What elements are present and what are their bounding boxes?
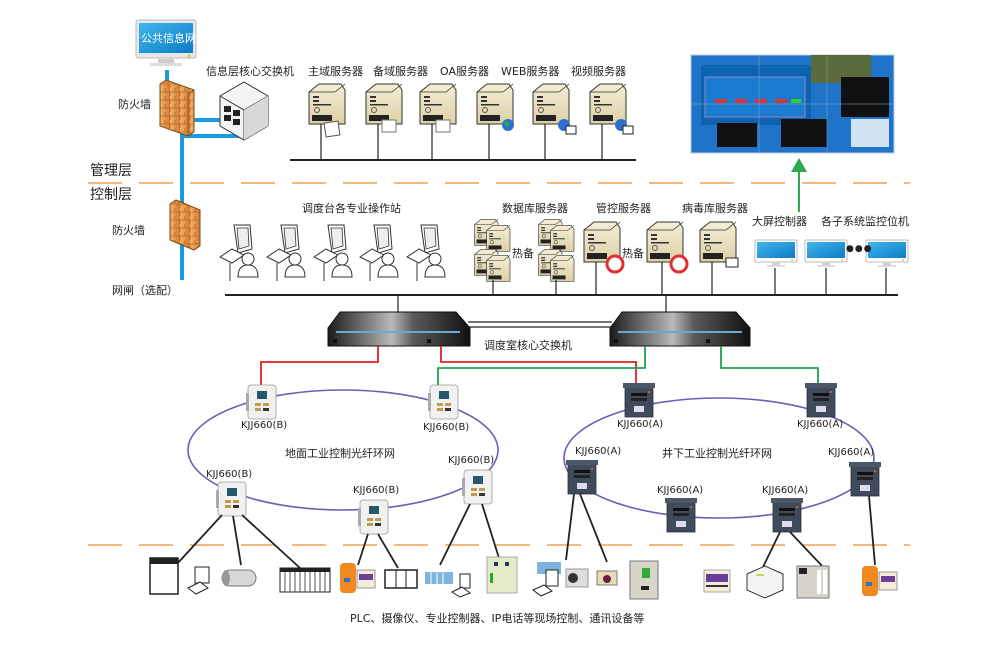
ring-node-b-1 [245,384,277,420]
ring-node-a-3 [848,461,882,497]
server-label-web: WEB服务器 [501,65,560,78]
dispatch-core-switch-right [609,311,751,347]
underground-node-label-3: KJJ660(A) [828,447,875,458]
surface-ring-line [187,389,499,511]
mgmt-server-a-icon [583,221,625,274]
server-video-2-icon [589,83,634,135]
green-link-right-2 [720,346,819,386]
underground-ring-line [563,397,875,519]
underground-ring-label: 井下工业控制光纤环网 [662,447,772,460]
big-screen-controller-monitor [754,239,798,268]
public-network-label: 公共信息网 [141,32,196,45]
surface-node-label-2: KJJ660(B) [423,422,470,433]
dispatch-core-switch-left [327,311,471,347]
ip-phone-station-icon [532,562,561,597]
public-network-monitor-icon [135,19,197,66]
db-server-label: 数据库服务器 [502,202,568,215]
server-label-oa: OA服务器 [440,65,489,78]
field-devices-caption: PLC、摄像仪、专业控制器、IP电话等现场控制、通讯设备等 [350,612,645,625]
underground-node-label-1: KJJ660(A) [617,419,664,430]
underground-node-label-4: KJJ660(A) [762,485,809,496]
field-devices [149,556,898,600]
firewall-top-label: 防火墙 [118,98,151,111]
surface-ring-label: 地面工业控制光纤环网 [285,447,395,460]
server-domain-backup-icon [365,83,403,133]
firewall-control-label: 防火墙 [112,224,145,237]
media-box-icon [703,569,731,593]
server-label-domain-primary: 主域服务器 [308,65,363,78]
up-arrow-icon [791,158,807,212]
field-device-links [175,493,876,569]
gateway-label: 网闸（选配） [112,284,178,297]
plc-cabinet-icon [149,557,179,595]
virus-server-icon [699,221,739,268]
more-monitors-ellipsis: ●●● [846,244,873,254]
surface-node-label-1: KJJ660(B) [241,420,288,431]
db-server-a-icon [474,218,511,282]
ring-node-b-2 [427,384,459,420]
db-server-b-icon [538,218,575,282]
info-core-switch-icon [219,81,269,141]
big-screen-controller-label: 大屏控制器 [752,215,807,228]
workstations-label: 调度台各专业操作站 [302,202,401,215]
ring-node-a-4 [770,497,804,533]
firewall-top-icon [159,79,195,137]
pc-icon [187,566,210,595]
subsystem-monitor-1 [804,239,848,268]
green-link-right-1 [437,346,646,386]
info-core-switch-label: 信息层核心交换机 [206,65,294,78]
server-domain-primary-icon [308,83,346,138]
cube-device-icon [746,565,784,599]
ring-node-b-5 [215,481,247,517]
red-link-left-1 [260,346,379,386]
relay-rack-icon [796,565,830,599]
speaker-icon [565,568,589,588]
hot-standby-label-1: 热备 [512,247,534,260]
switch-interlink [468,321,612,328]
mgmt-server-b-icon [646,221,689,274]
underground-node-label-5: KJJ660(A) [657,485,704,496]
hot-standby-label-2: 热备 [622,247,644,260]
control-server-drops [397,262,887,312]
underground-node-label-6: KJJ660(A) [575,446,622,457]
surface-node-label-5: KJJ660(B) [206,469,253,480]
orange-server-icon [340,563,376,593]
cabinet-panel-icon [629,560,659,600]
sensor-box-icon [596,570,618,586]
orange-server-2-icon [862,566,898,596]
surface-node-label-3: KJJ660(B) [448,455,495,466]
ring-node-a-6 [565,459,599,495]
server-web-icon [476,83,514,131]
surface-node-label-4: KJJ660(B) [353,485,400,496]
mgmt-server-label: 管控服务器 [596,202,651,215]
subsystem-monitor-label: 各子系统监控位机 [821,215,909,228]
server-oa-icon [419,83,457,133]
ring-node-a-5 [664,497,698,533]
server-label-video: 视频服务器 [571,65,626,78]
rack-module-icon [279,567,331,593]
server-video-1-icon [532,83,577,135]
ring-node-b-4 [357,499,389,535]
dispatch-core-switch-label: 调度室核心交换机 [484,339,572,352]
video-wall-display [690,54,895,154]
film-strip-icon [384,569,418,589]
control-panel-green-icon [486,556,518,594]
camera-icon [221,569,257,587]
virus-server-label: 病毒库服务器 [682,202,748,215]
switch-module-icon [425,572,472,598]
ring-node-b-3 [461,469,493,505]
management-layer-label: 管理层 [90,163,132,179]
operator-workstations [219,224,446,282]
red-link-left-2 [440,346,637,386]
management-server-drops [320,124,603,160]
underground-node-label-2: KJJ660(A) [797,419,844,430]
ring-node-a-2 [804,382,838,418]
server-label-domain-backup: 备域服务器 [373,65,428,78]
firewall-control-icon [169,199,201,251]
ring-node-a-1 [622,382,656,418]
control-layer-label: 控制层 [90,187,132,203]
